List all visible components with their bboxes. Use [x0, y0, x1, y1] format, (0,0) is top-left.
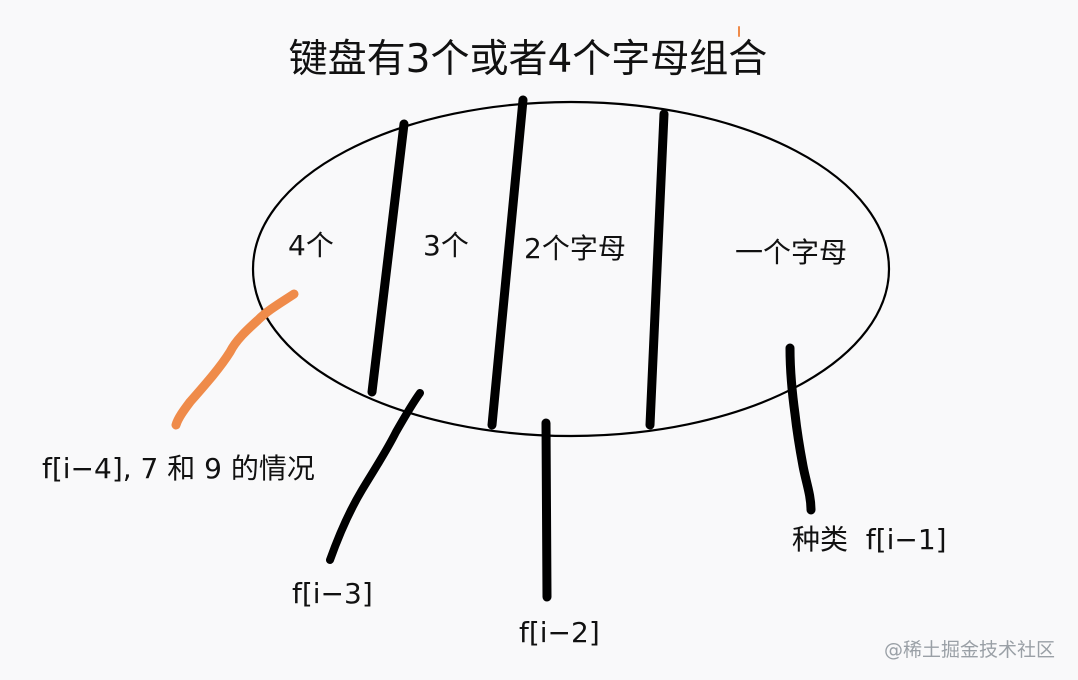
pointer-stroke-f-i-1	[785, 343, 816, 515]
annotation-f-i-1: 种类 f[i−1]	[792, 523, 947, 556]
keyboard-ellipse	[251, 100, 891, 438]
section-label-3: 3个	[423, 229, 469, 262]
section-label-4: 4个	[288, 229, 334, 262]
annotation-f-i-3: f[i−3]	[292, 577, 373, 610]
pointer-stroke-f-i-3	[326, 389, 424, 564]
annotation-f-i-2: f[i−2]	[519, 616, 600, 649]
pointer-stroke-f-i-4	[171, 289, 299, 430]
diagram-title: 键盘有3个或者4个字母组合	[289, 37, 768, 82]
divider-line-3	[645, 109, 669, 430]
section-label-2: 2个字母	[524, 232, 626, 265]
section-label-1: 一个字母	[735, 236, 847, 269]
divider-line-2	[487, 95, 528, 430]
divider-line-1	[367, 119, 409, 397]
annotation-f-i-4: f[i−4], 7 和 9 的情况	[42, 452, 315, 485]
pointer-stroke-f-i-2	[541, 418, 552, 602]
watermark-text: @稀土掘金技术社区	[884, 639, 1055, 661]
